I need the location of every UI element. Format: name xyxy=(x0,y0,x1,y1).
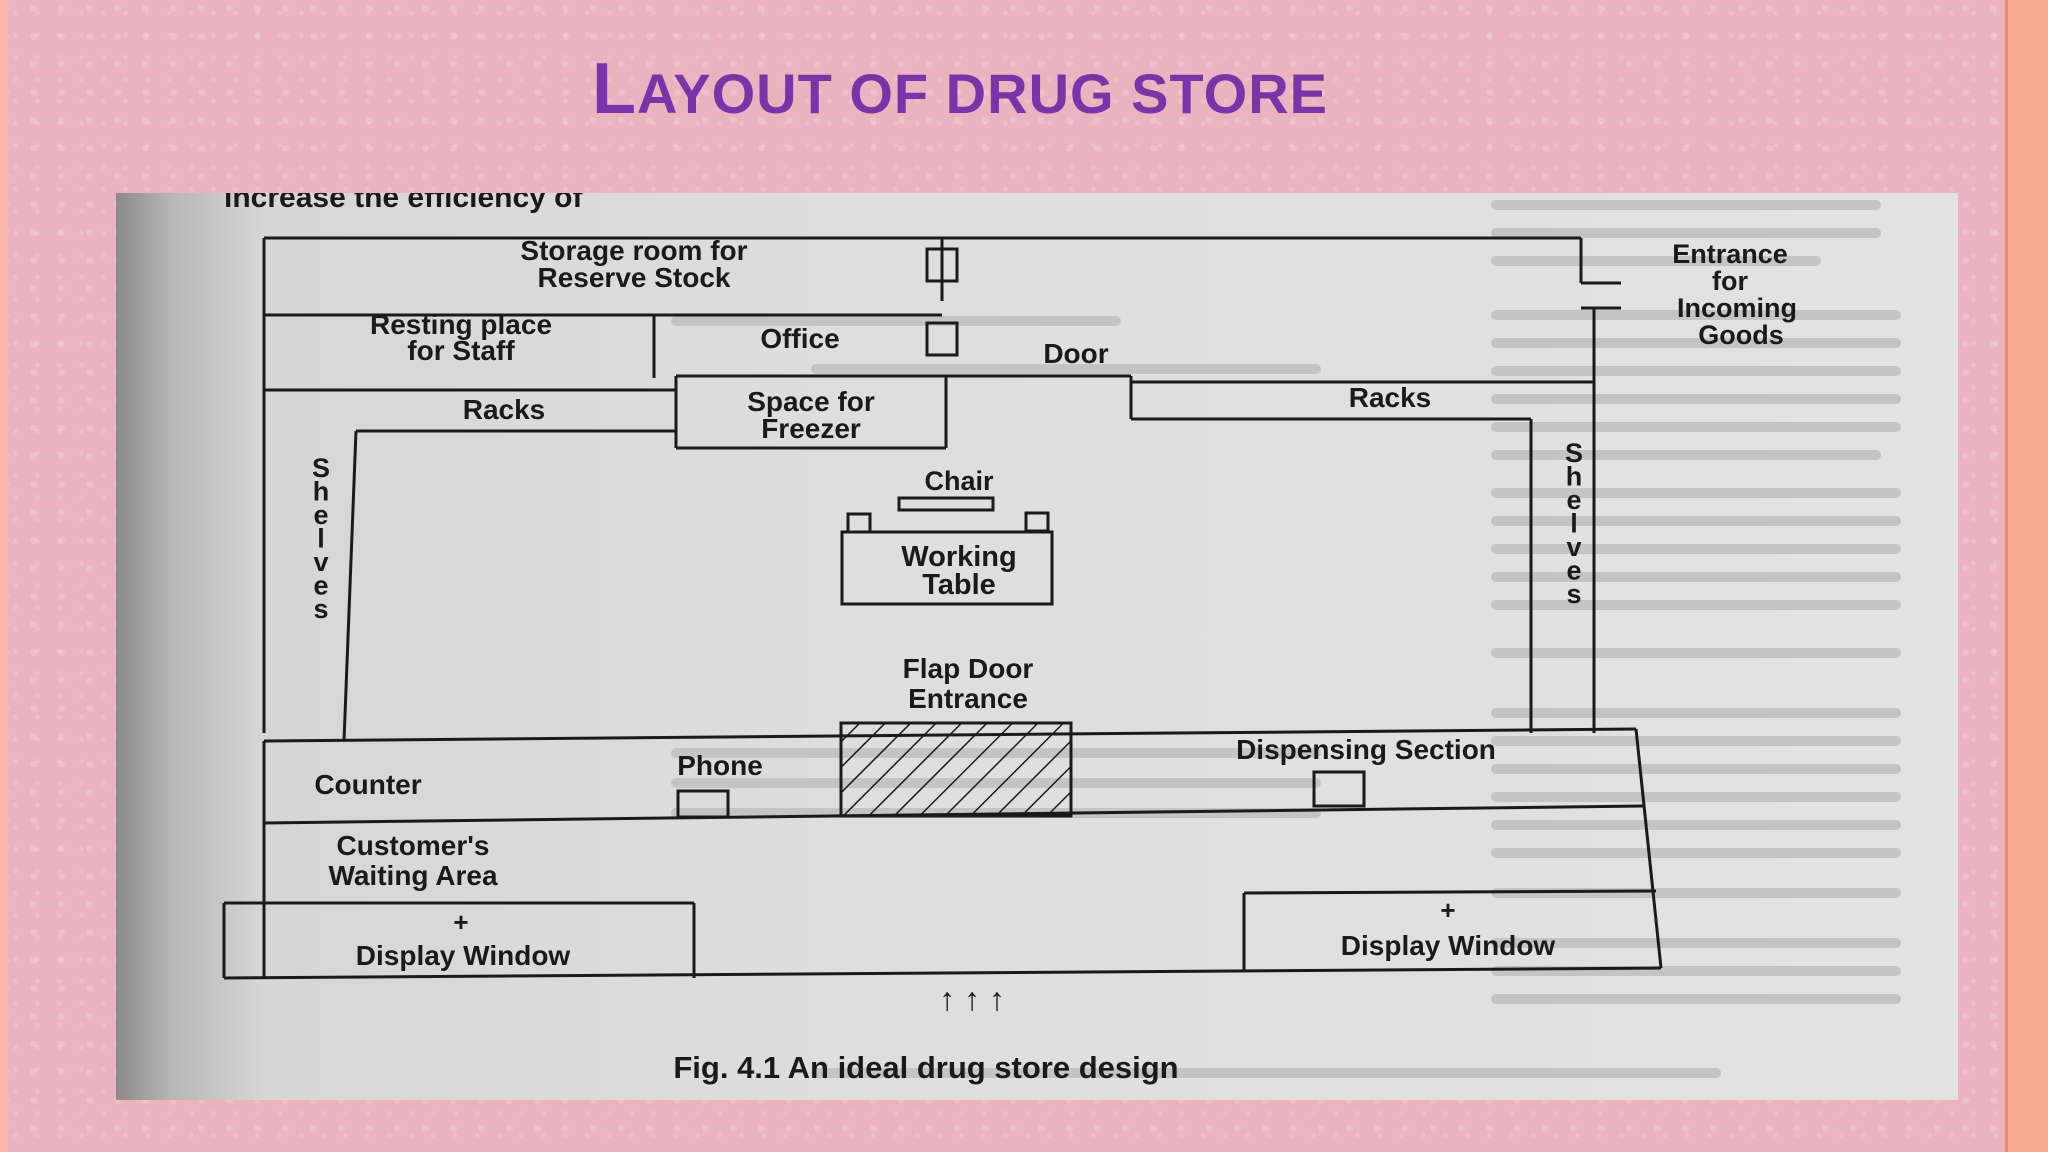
label-dispensing: Dispensing Section xyxy=(1236,734,1496,765)
title-initial: L xyxy=(591,49,637,129)
left-edge-strip xyxy=(0,0,8,1152)
label-racks-right: Racks xyxy=(1349,382,1432,413)
label-plus-left: + xyxy=(453,907,468,937)
slide-title: LAYOUT OF DRUG STORE xyxy=(0,48,1920,130)
label-display-right: Display Window xyxy=(1341,930,1556,961)
floor-plan-photo: increase the efficiency of xyxy=(116,193,1958,1100)
chair-leg-left xyxy=(846,512,872,534)
label-display-left: Display Window xyxy=(356,940,571,971)
top-text-fragment: increase the efficiency of xyxy=(224,193,583,214)
title-rest: AYOUT OF DRUG STORE xyxy=(636,62,1329,125)
label-racks-left: Racks xyxy=(463,394,546,425)
label-working-line2: Table xyxy=(922,569,996,601)
label-door: Door xyxy=(1043,338,1108,369)
label-entrance-line2: for xyxy=(1712,266,1748,296)
background-text-lines xyxy=(671,200,1901,1078)
label-freezer-line1: Space for xyxy=(747,386,875,417)
label-waiting-line1: Customer's xyxy=(337,830,490,861)
chair-seat xyxy=(897,496,995,512)
right-accent-strip xyxy=(2005,0,2048,1152)
label-chair: Chair xyxy=(924,466,994,496)
label-resting-line1: Resting place xyxy=(370,309,552,340)
door-markers xyxy=(925,247,959,357)
flap-door-hatch xyxy=(839,721,1073,818)
label-phone: Phone xyxy=(677,750,763,781)
dispensing-box xyxy=(1312,770,1366,808)
label-office: Office xyxy=(760,323,839,354)
room-labels: Storage room for Reserve Stock Resting p… xyxy=(314,235,1797,1017)
floor-plan-walls xyxy=(222,236,1663,980)
figure-caption: Fig. 4.1 An ideal drug store design xyxy=(673,1050,1178,1085)
label-storage-line1: Storage room for xyxy=(520,235,747,266)
label-storage-line2: Reserve Stock xyxy=(537,262,730,293)
label-flap-line2: Entrance xyxy=(908,683,1028,714)
label-resting-line2: for Staff xyxy=(407,335,515,366)
working-table xyxy=(840,530,1054,606)
label-freezer-line2: Freezer xyxy=(761,413,861,444)
label-entrance-line3: Incoming xyxy=(1677,293,1797,323)
furniture xyxy=(676,496,1366,819)
entry-arrows: ↑ ↑ ↑ xyxy=(939,981,1005,1017)
label-flap-line1: Flap Door xyxy=(903,653,1034,684)
chair-leg-right xyxy=(1024,511,1050,533)
floor-plan-diagram: increase the efficiency of xyxy=(222,193,1901,1085)
label-counter: Counter xyxy=(314,769,421,800)
label-waiting-line2: Waiting Area xyxy=(328,860,497,891)
label-entrance-line1: Entrance xyxy=(1672,239,1788,269)
phone-box xyxy=(676,789,730,819)
label-entrance-line4: Goods xyxy=(1698,320,1784,350)
label-working-line1: Working xyxy=(901,541,1016,573)
label-plus-right: + xyxy=(1440,895,1455,925)
